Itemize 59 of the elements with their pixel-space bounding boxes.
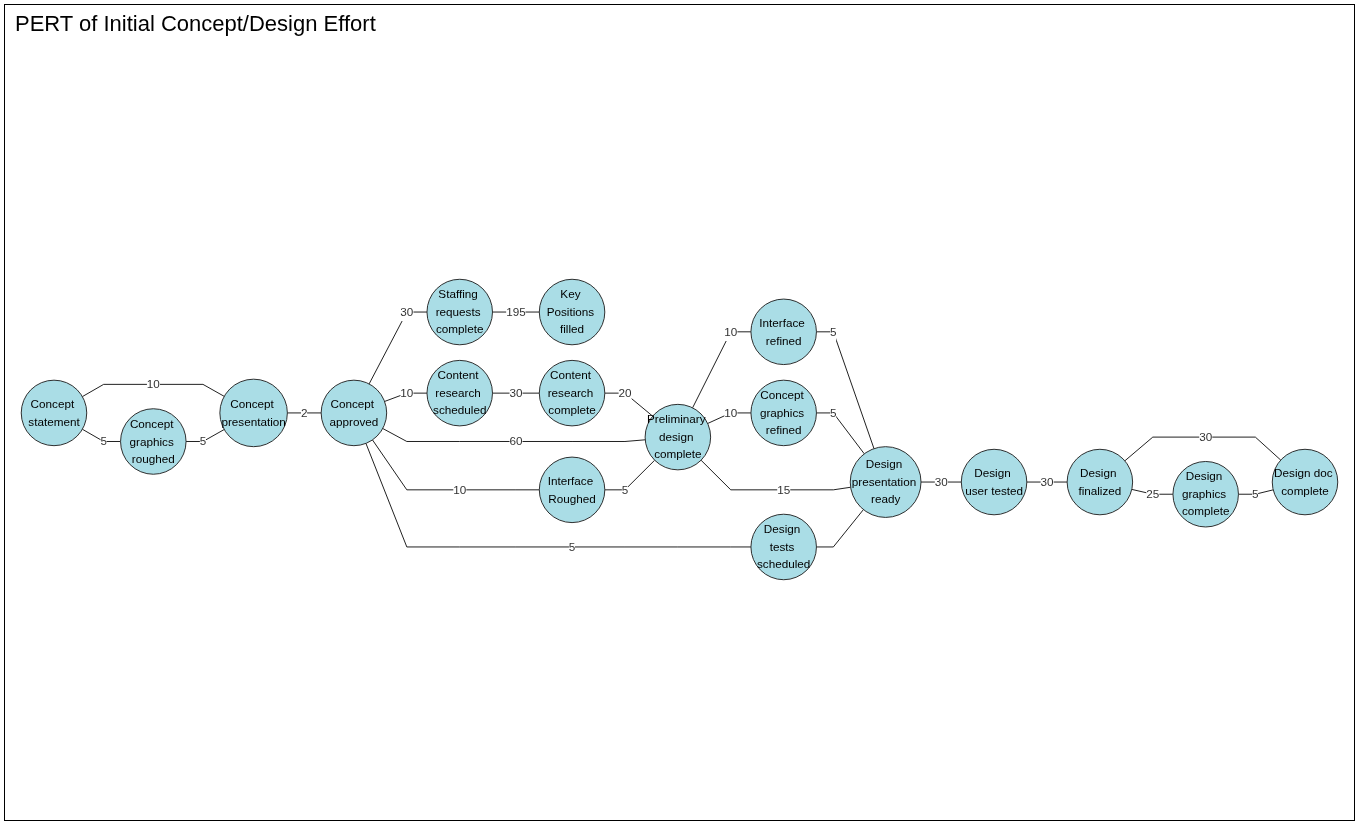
connector bbox=[1238, 489, 1274, 495]
edge-label: 30 bbox=[1199, 429, 1213, 444]
edge-label: 20 bbox=[618, 385, 632, 400]
node-circle: Concept presentation bbox=[219, 378, 288, 448]
edge-label: 2 bbox=[301, 405, 308, 419]
connector bbox=[815, 509, 864, 548]
connector bbox=[81, 383, 225, 398]
edge-label: 30 bbox=[509, 385, 523, 400]
edge-label: 30 bbox=[400, 304, 414, 319]
edge-label: 5 bbox=[199, 434, 207, 448]
node-circle: Concept statement bbox=[20, 379, 88, 447]
connector bbox=[81, 428, 121, 442]
edge-label: 5 bbox=[830, 324, 837, 338]
edge-label: 5 bbox=[100, 434, 107, 448]
connector bbox=[372, 439, 540, 491]
connector bbox=[700, 459, 852, 491]
node-circle: Interface Roughed bbox=[538, 456, 606, 524]
diagram-title: PERT of Initial Concept/Design Effort bbox=[15, 11, 376, 37]
connector bbox=[368, 311, 428, 385]
edge-label: 195 bbox=[506, 304, 526, 319]
node-circle: Interface refined bbox=[750, 298, 817, 366]
connector bbox=[185, 429, 225, 442]
node-circle: Concept approved bbox=[320, 379, 388, 447]
node-circle: Key Positions filled bbox=[538, 278, 606, 346]
node-circle: Preliminary design complete bbox=[644, 403, 712, 471]
node-circle: Content research complete bbox=[538, 359, 606, 427]
edge-label: 10 bbox=[453, 482, 467, 496]
node-circle: Concept graphics refined bbox=[750, 379, 817, 447]
node-circle: Design doc complete bbox=[1271, 448, 1339, 516]
edge-label: 5 bbox=[830, 405, 837, 419]
node-circle: Design user tested bbox=[960, 448, 1028, 516]
edge-label: 10 bbox=[146, 377, 160, 391]
connector bbox=[1124, 436, 1282, 462]
connector bbox=[286, 412, 322, 414]
connector bbox=[692, 331, 752, 409]
node-circle: Staffing requests complete bbox=[426, 278, 493, 346]
edge-label: 5 bbox=[621, 482, 629, 496]
edge-label: 5 bbox=[1252, 487, 1259, 501]
edge-label: 60 bbox=[509, 434, 523, 448]
connector bbox=[815, 331, 875, 450]
edge-label: 10 bbox=[400, 385, 414, 400]
node-circle: Design presentation ready bbox=[849, 446, 922, 518]
edge-label: 25 bbox=[1146, 487, 1160, 501]
connector bbox=[382, 428, 646, 442]
node-circle: Content research scheduled bbox=[426, 359, 493, 427]
edge-label: 10 bbox=[724, 405, 738, 419]
edge-label: 10 bbox=[724, 324, 738, 338]
edge-label: 30 bbox=[934, 474, 948, 489]
connector bbox=[604, 459, 656, 491]
edge-label: 30 bbox=[1040, 474, 1054, 489]
edge-label: 5 bbox=[568, 539, 576, 554]
node-circle: Design finalized bbox=[1066, 448, 1134, 516]
edge-label: 15 bbox=[777, 482, 791, 496]
node-circle: Design graphics complete bbox=[1172, 461, 1239, 528]
node-circle: Concept graphics roughed bbox=[120, 408, 187, 475]
connector bbox=[365, 442, 752, 548]
connector bbox=[384, 392, 428, 402]
connector bbox=[815, 412, 865, 455]
node-circle: Design tests scheduled bbox=[750, 513, 817, 581]
